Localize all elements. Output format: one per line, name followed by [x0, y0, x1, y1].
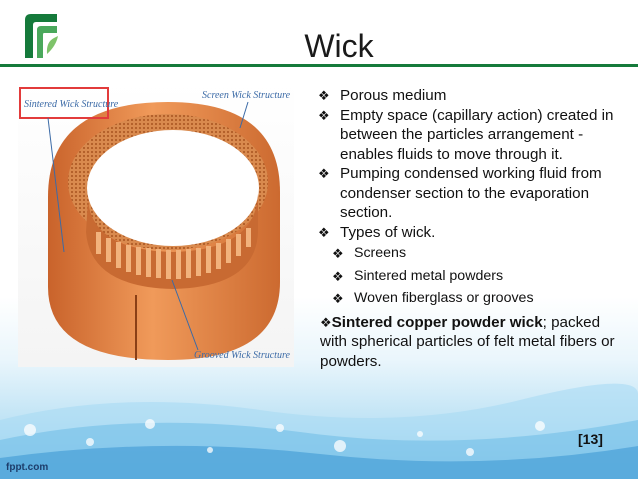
diamond-bullet-icon: ❖	[320, 314, 332, 330]
diamond-bullet-icon: ❖	[318, 88, 330, 103]
bullet-item: ❖ Pumping condensed working fluid from c…	[318, 165, 602, 221]
wick-note-text: ; packed with spherical particles of fel…	[320, 313, 615, 370]
diamond-bullet-icon: ❖	[332, 291, 344, 306]
logo-leaf-icon	[25, 14, 58, 58]
bullet-item: ❖ Types of wick.	[318, 223, 436, 241]
sintered-highlight-box	[19, 87, 109, 119]
label-screen: Screen Wick Structure	[202, 90, 291, 101]
diamond-bullet-icon: ❖	[318, 166, 330, 181]
wick-note: ❖Sintered copper powder wick; packed wit…	[320, 313, 630, 372]
footer-source: fppt.com	[6, 462, 49, 473]
bullet-list: ❖ Porous medium ❖ Empty space (capillary…	[318, 86, 630, 371]
label-sintered: Sintered Wick Structure	[24, 99, 119, 110]
slide-title: Wick	[304, 28, 374, 64]
bullet-item: ❖ Empty space (capillary action) created…	[318, 106, 614, 163]
label-grooved: Grooved Wick Structure	[194, 350, 290, 361]
wick-note-bold: Sintered copper powder wick	[331, 313, 543, 331]
sub-bullet-item: ❖ Sintered metal powders	[332, 267, 630, 287]
sub-bullet-item: ❖ Screens	[332, 244, 630, 264]
sub-bullet-list: ❖ Screens ❖ Sintered metal powders ❖ Wov…	[318, 244, 630, 309]
bubbles	[24, 419, 545, 456]
wick-structure-diagram: Sintered Wick Structure Screen Wick Stru…	[18, 82, 294, 367]
reference-number: [13]	[578, 431, 603, 447]
diamond-bullet-icon: ❖	[332, 246, 344, 261]
diamond-bullet-icon: ❖	[318, 224, 330, 240]
diamond-bullet-icon: ❖	[332, 268, 344, 284]
water-wave-decoration	[0, 383, 638, 479]
bullet-item: ❖ Porous medium	[318, 87, 447, 104]
diamond-bullet-icon: ❖	[318, 107, 330, 123]
groove-teeth	[96, 228, 251, 279]
title-divider	[0, 64, 638, 67]
sub-bullet-item: ❖ Woven fiberglass or grooves	[332, 289, 630, 309]
